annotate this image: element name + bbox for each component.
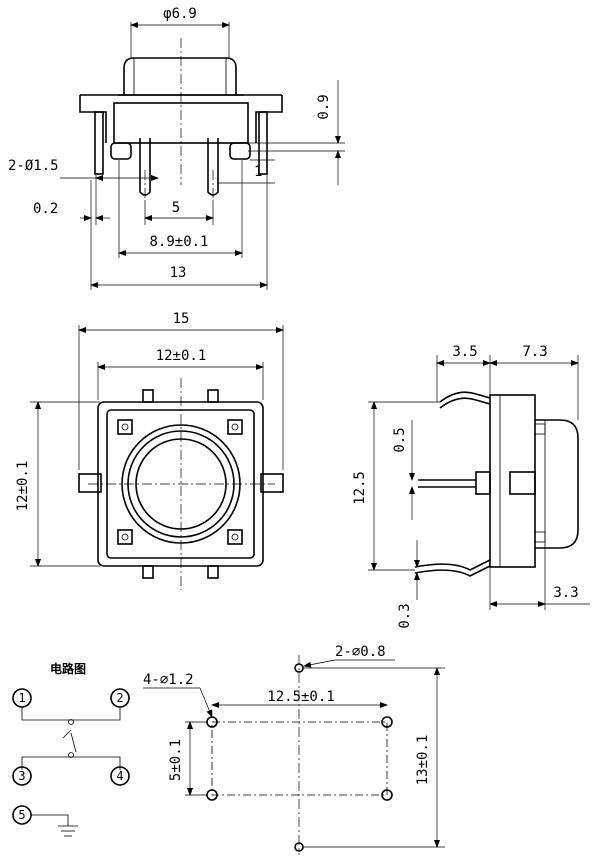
lead-left [94,111,104,175]
lead-thickness-label: 0.5 [392,427,408,452]
tab-top-right [207,389,219,403]
lead-tip-label: 0.3 [397,603,413,628]
y-spacing-label: 5±0.1 [168,739,184,781]
cap-outline [123,57,237,95]
bottom-offset-label: 3.3 [553,585,578,601]
x-spacing-label: 12.5±0.1 [267,689,334,705]
terminal-1-label: 1 [18,691,25,705]
footprint-rect [211,721,388,796]
terminal-5-label: 5 [18,808,25,822]
front-view: 15 12±0.1 12±0.1 [15,311,284,590]
terminal-2-label: 2 [116,691,123,705]
circuit-diagram: 电路图 1 2 3 4 5 [12,661,130,837]
side-cap [535,419,579,549]
pin-stub-left [110,142,132,160]
ear-right [260,473,284,493]
terminal-4-label: 4 [116,769,123,783]
pin-hole-br [381,789,393,801]
pin-offset-label: 0.2 [33,201,58,217]
lead-depth-label: 3.5 [452,344,477,360]
side-lead-bottom [414,559,491,571]
corner-pad-bl [117,529,133,545]
pin-hole-tr [381,716,393,728]
flange-right [255,95,283,143]
flange-left [79,95,107,143]
terminal-4 [110,766,130,786]
pin-left [139,138,151,196]
tab-bottom-left [142,565,154,579]
top-view: φ6.9 2-Ø1.5 0.2 5 [8,6,345,290]
ear-left [78,473,102,493]
body-height-label: 12±0.1 [15,461,31,512]
total-height-label: 13±0.1 [415,735,431,786]
body-width-label-front: 12±0.1 [156,348,207,364]
circuit-title: 电路图 [50,661,86,676]
side-lead-top [439,391,491,403]
pin-step-label: 1 [254,164,262,180]
body-depth-label: 7.3 [522,344,547,360]
terminal-3-label: 3 [18,769,25,783]
pin-stub-right [229,142,251,160]
pin-right [207,138,219,196]
pcb-footprint: 4-⌀1.2 2-⌀0.8 12.5±0.1 5±0.1 13±0.1 [143,644,445,855]
pin-holes-label: 4-⌀1.2 [143,672,194,688]
side-height-label: 12.5 [352,471,368,505]
side-view: 3.5 7.3 12.5 0.5 0.3 3.3 [352,344,590,629]
mount-holes-label: 2-⌀0.8 [335,644,386,660]
cap-gap-label: 0.9 [316,94,332,119]
body-width-label: 13 [170,265,187,281]
pin-span-label: 8.9±0.1 [149,234,208,250]
tab-bottom-right [207,565,219,579]
pin-spacing-label: 5 [172,200,180,216]
total-width-label: 15 [173,311,190,327]
pin-hole-label: 2-Ø1.5 [8,158,59,174]
corner-pad-tr [227,419,243,435]
switch-blade [70,732,77,753]
corner-pad-tl [117,419,133,435]
corner-pad-br [227,529,243,545]
cap-diameter-label: φ6.9 [163,6,197,22]
side-body [489,394,536,568]
tab-top-left [142,389,154,403]
terminal-3 [12,766,32,786]
